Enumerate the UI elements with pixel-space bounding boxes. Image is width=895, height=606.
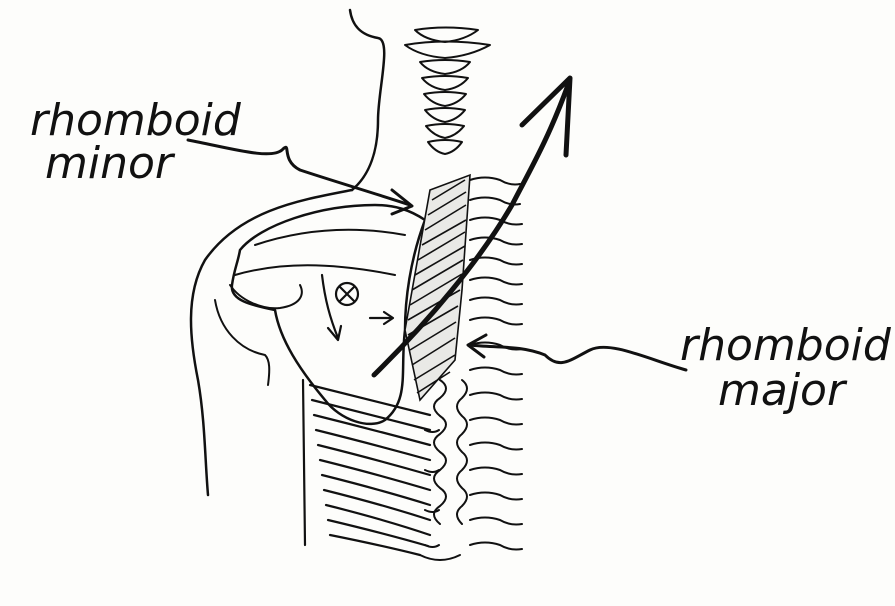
downward-rotation-arrow <box>320 273 343 342</box>
thoracic-vertebrae <box>419 379 468 561</box>
shoulder-outline <box>189 188 354 497</box>
thoracic-ribs-right <box>469 176 523 551</box>
neck-outline <box>348 8 386 192</box>
label-rhomboid-major-line2: major <box>718 365 848 416</box>
acromion <box>229 284 303 310</box>
label-rhomboid-major-line1: rhomboid <box>680 320 892 371</box>
label-rhomboid-minor-line2: minor <box>45 138 176 189</box>
cervical-spine <box>404 26 491 155</box>
rhomboid-muscle <box>404 173 471 402</box>
medial-arrow <box>368 310 395 326</box>
scapula-outline <box>230 203 427 426</box>
rotation-axis-symbol <box>334 281 360 307</box>
thoracic-ribs-left <box>301 378 432 557</box>
leader-rhomboid-minor <box>186 138 414 216</box>
line-of-pull-arrow <box>371 75 573 378</box>
leader-rhomboid-major <box>466 333 688 372</box>
humeral-head <box>214 299 271 386</box>
scapula-spine <box>234 228 406 276</box>
label-rhomboid-minor-line1: rhomboid <box>30 95 242 146</box>
